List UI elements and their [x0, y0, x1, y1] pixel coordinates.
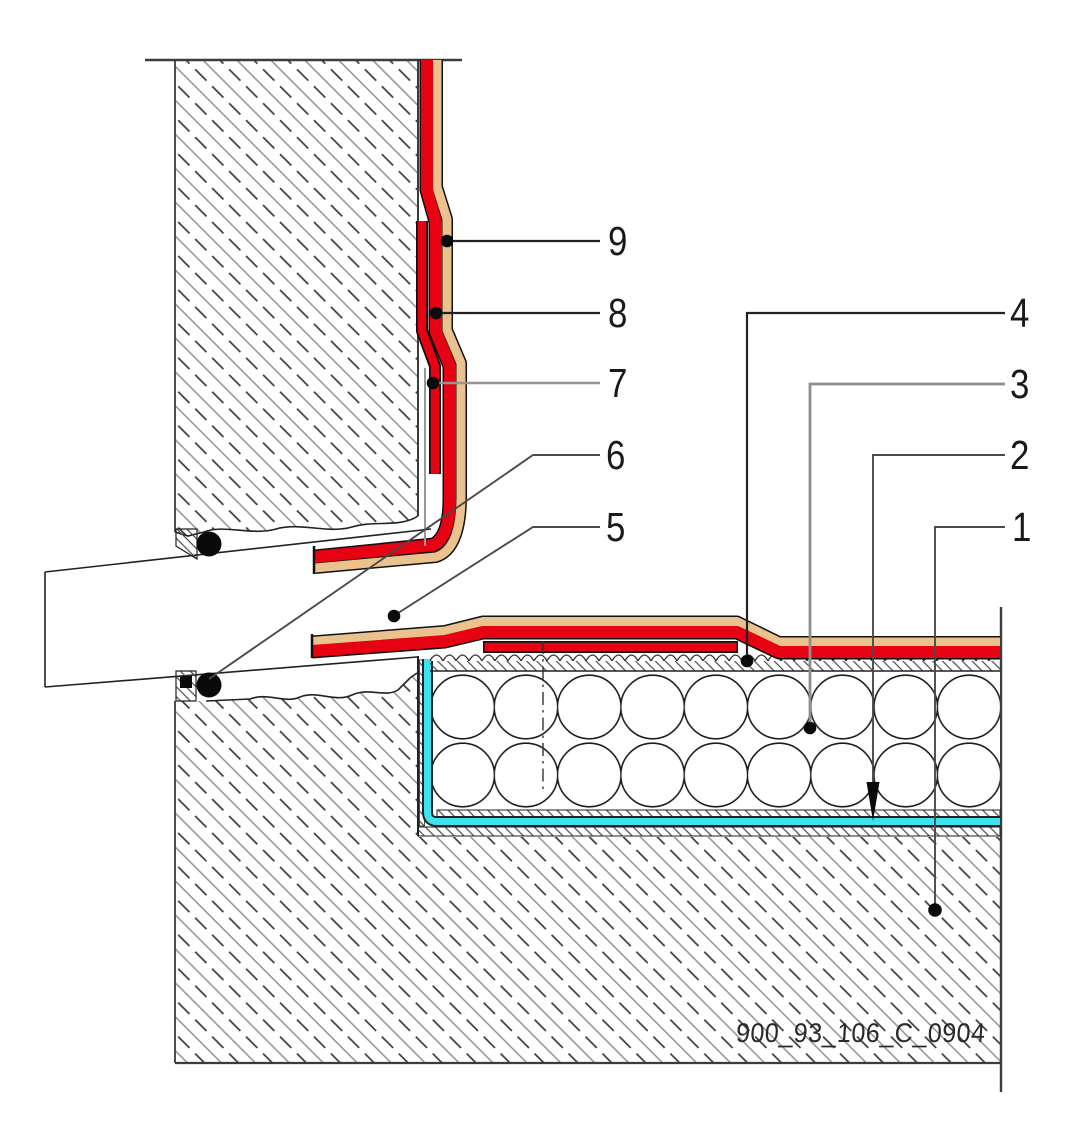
callout-6: 6 [606, 432, 626, 478]
wall-membrane [312, 60, 467, 574]
floor-slab-concrete-hatch [175, 673, 1000, 1063]
leader-lines [208, 234, 1005, 917]
joint-seal-wedges [175, 528, 198, 702]
callout-5: 5 [606, 504, 626, 550]
waterproof-coating-cyan [424, 659, 1000, 825]
callout-8: 8 [608, 290, 628, 336]
base-strips-and-coating [417, 656, 1001, 837]
pipe-seal-top [196, 531, 222, 557]
callout-9: 9 [608, 218, 628, 264]
drawing-boundary-lines [145, 58, 1003, 1092]
levelling-strip [430, 653, 1000, 672]
callout-7: 7 [608, 360, 628, 406]
wall-concrete-hatch [175, 60, 418, 536]
leader-dot-8 [429, 306, 443, 320]
pipe-seal-bottom [180, 672, 222, 698]
insulation-layer [431, 671, 1000, 810]
callout-1: 1 [1012, 504, 1032, 550]
leader-arrow-2 [866, 782, 880, 821]
leader-dot-5 [387, 609, 401, 623]
leader-dot-1 [928, 903, 942, 917]
leader-dot-4 [740, 654, 754, 668]
wall-membrane-inner-strip [416, 221, 441, 474]
callout-2: 2 [1010, 432, 1030, 478]
joint-wavy-edges [174, 515, 419, 702]
callout-3: 3 [1010, 361, 1030, 407]
penetrating-slab [44, 528, 432, 688]
leader-dot-7 [426, 376, 440, 390]
floor-membrane [310, 615, 1000, 660]
callout-4: 4 [1010, 290, 1030, 336]
drawing-number: 900_93_106_C_0904 [735, 1018, 987, 1048]
leader-dot-3 [803, 721, 817, 735]
leader-dot-9 [440, 234, 454, 248]
